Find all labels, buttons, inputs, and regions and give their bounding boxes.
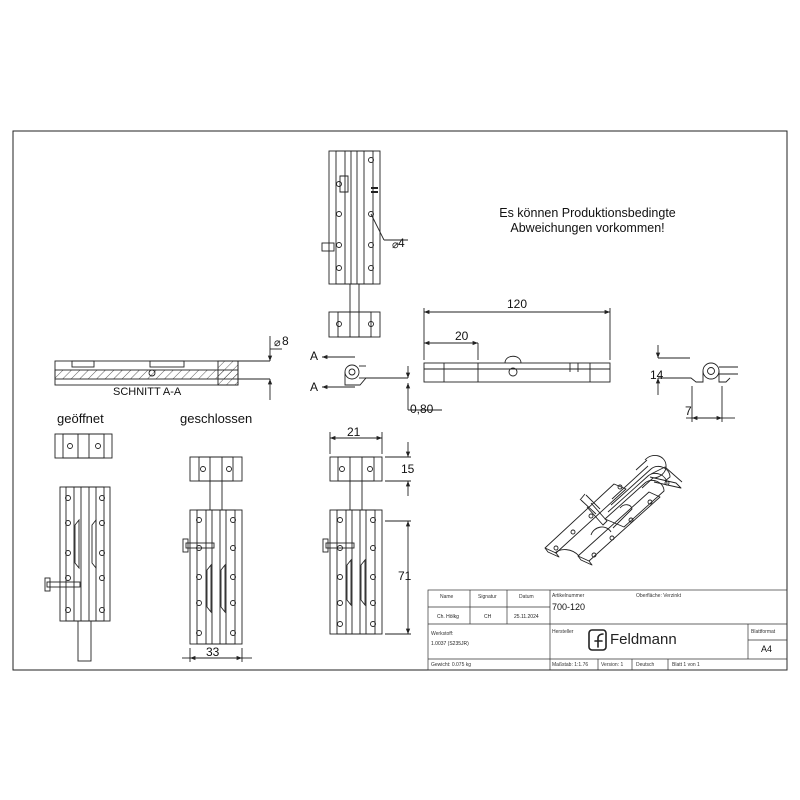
closed-label: geschlossen (180, 411, 253, 426)
tb-version: Version: 1 (601, 662, 624, 668)
dim-bolt-diameter: 8 (282, 334, 289, 348)
production-note: Es können Produktionsbedingte Abweichung… (470, 206, 705, 236)
tb-scale: Maßstab: 1:1.76 (552, 662, 589, 668)
tb-article-label: Artikelnummer (552, 593, 585, 599)
dim-height: 14 (650, 368, 664, 382)
dim-plate-width: 33 (206, 645, 220, 659)
side-view-right (655, 345, 738, 422)
dim-sheet-thickness: 0,80 (410, 402, 434, 416)
opened-view (44, 486, 111, 662)
tb-material: 1.0037 (S235JR) (431, 641, 469, 647)
front-view (423, 308, 611, 383)
tb-signature: CH (484, 614, 492, 620)
tb-date-label: Datum (519, 594, 534, 600)
section-label: SCHNITT A-A (113, 386, 182, 398)
section-marker-top: A (310, 349, 319, 363)
tb-language: Deutsch (636, 662, 655, 668)
drawing-frame (12, 130, 788, 671)
tb-weight: Gewicht: 0.075 kg (431, 662, 472, 668)
dim-length: 120 (507, 297, 528, 311)
tb-sheet: Blatt 1 von 1 (672, 662, 700, 668)
tb-name-label: Name (440, 594, 454, 600)
tb-brand: Feldmann (610, 631, 677, 648)
isometric-view (544, 454, 683, 566)
closed-view-1 (182, 456, 252, 662)
tb-article: 700-120 (552, 602, 586, 612)
tb-name: Ch. Hölkg (437, 614, 459, 620)
title-block-lines (427, 589, 788, 671)
tb-manufacturer-label: Hersteller (552, 629, 574, 635)
svg-text:⌀: ⌀ (392, 238, 399, 251)
top-view (321, 150, 408, 338)
closed-view-2 (322, 432, 411, 635)
section-view (54, 336, 282, 400)
production-note-line2: Abweichungen vorkommen! (510, 221, 665, 235)
tb-surface: Oberfläche: Verzinkt (636, 593, 682, 599)
opened-label: geöffnet (57, 411, 104, 426)
dim-hole-diameter: 4 (398, 236, 405, 250)
dim-travel: 71 (398, 569, 412, 583)
tb-material-label: Werkstoff: (431, 631, 454, 637)
section-marker-bottom: A (310, 380, 319, 394)
opened-keeper (54, 433, 113, 459)
tb-date: 25.11.2024 (514, 614, 539, 620)
dim-offset: 20 (455, 329, 469, 343)
feldmann-logo-icon (588, 629, 607, 651)
dim-width: 21 (347, 425, 361, 439)
production-note-line1: Es können Produktionsbedingte (499, 206, 676, 220)
tb-signature-label: Signatur (478, 594, 497, 600)
tb-format-label: Blattformat (751, 629, 776, 635)
svg-text:⌀: ⌀ (274, 336, 281, 349)
side-view-small (322, 354, 442, 411)
dim-keeper: 15 (401, 462, 415, 476)
dim-depth: 7 (685, 404, 692, 418)
tb-format: A4 (761, 644, 773, 654)
